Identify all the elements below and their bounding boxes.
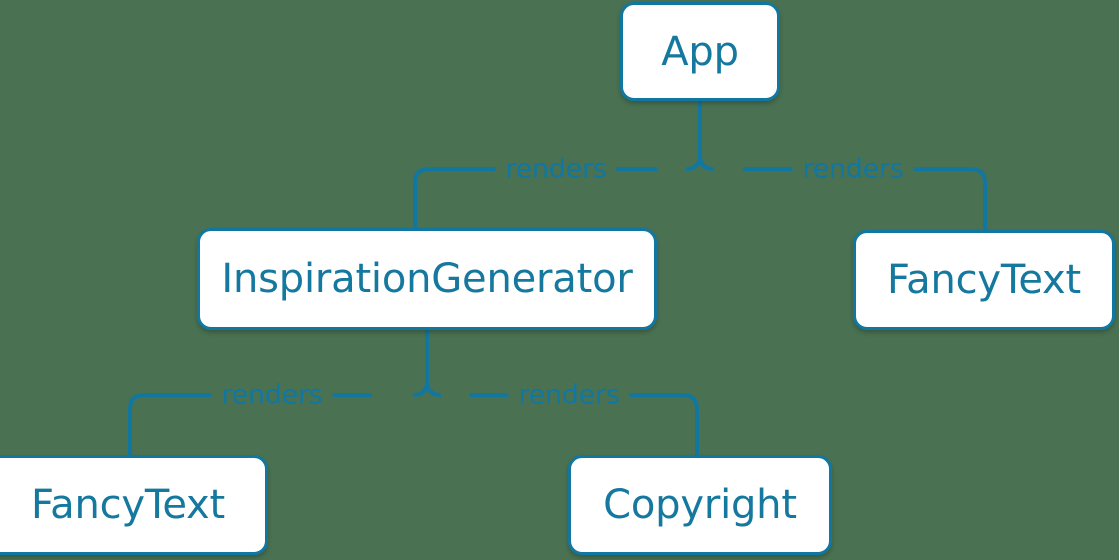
node-fancytext-bottom-label: FancyText bbox=[31, 482, 225, 528]
node-fancytext-right-label: FancyText bbox=[887, 257, 1081, 303]
edge-inspirationgenerator-to-fancytext-bottom bbox=[128, 393, 372, 455]
edge-inspirationgenerator-to-copyright bbox=[470, 393, 699, 455]
edge-inspirationgenerator-stem bbox=[412, 330, 429, 397]
node-inspiration-generator[interactable]: InspirationGenerator bbox=[197, 228, 657, 330]
edge-label-app-to-fancytext-right: renders bbox=[792, 155, 914, 183]
node-inspiration-generator-label: InspirationGenerator bbox=[221, 256, 633, 302]
node-fancytext-right[interactable]: FancyText bbox=[853, 230, 1115, 330]
node-app[interactable]: App bbox=[620, 2, 780, 101]
edge-label-inspirationgenerator-to-fancytext-bottom: renders bbox=[211, 381, 333, 409]
node-app-label: App bbox=[661, 28, 739, 75]
edge-inspirationgenerator-stem-right bbox=[425, 330, 442, 397]
edge-app-stem bbox=[685, 101, 702, 171]
node-copyright-label: Copyright bbox=[603, 482, 797, 528]
edge-app-to-inspirationgenerator bbox=[413, 167, 657, 228]
edge-label-app-to-inspirationgenerator: renders bbox=[495, 155, 617, 183]
edge-app-stem-right bbox=[698, 101, 715, 171]
node-copyright[interactable]: Copyright bbox=[568, 455, 832, 555]
node-fancytext-bottom[interactable]: FancyText bbox=[0, 455, 268, 555]
edge-app-to-fancytext-right bbox=[743, 167, 987, 230]
edge-label-inspirationgenerator-to-copyright: renders bbox=[508, 381, 630, 409]
